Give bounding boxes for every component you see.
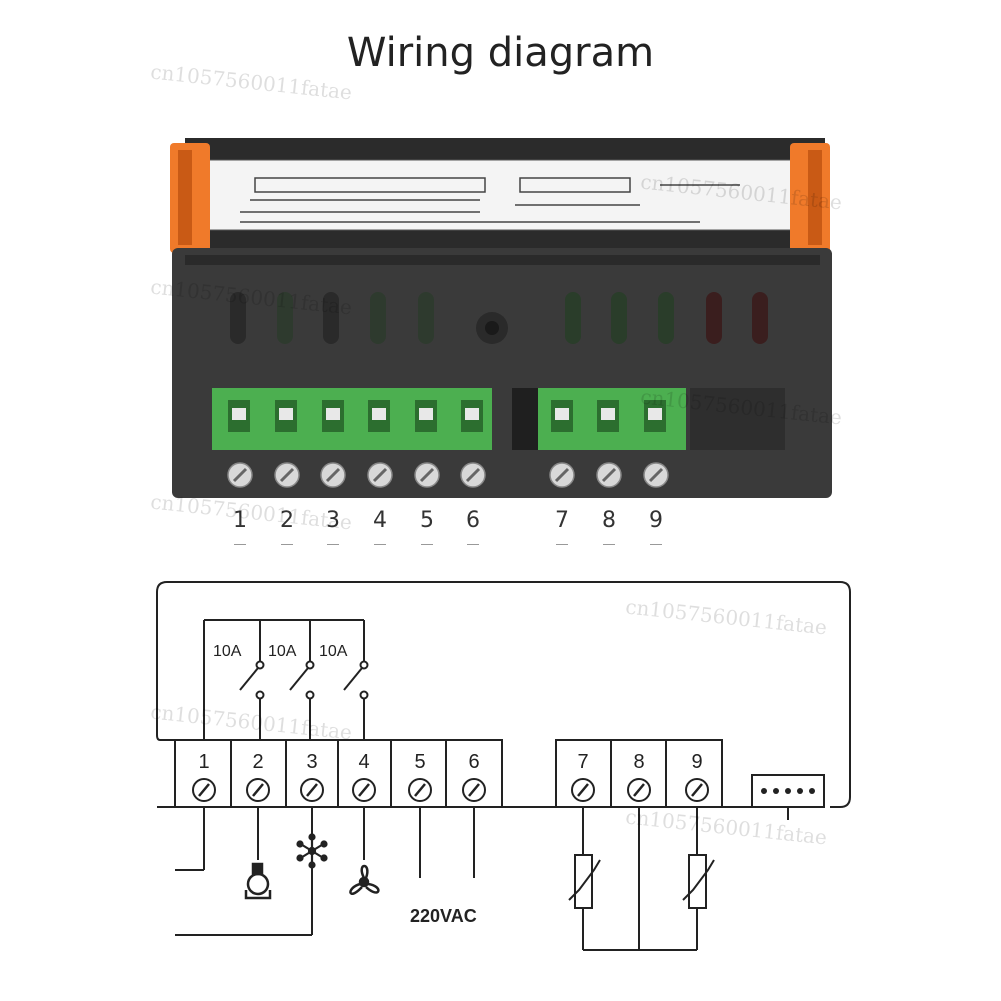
schematic-terminal-label-9: 9	[691, 751, 702, 773]
photo-terminal-4: 4	[373, 508, 387, 533]
schematic-terminal-label-1: 1	[198, 751, 209, 773]
schematic-terminal-label-5: 5	[414, 751, 425, 773]
schematic-terminal-label-8: 8	[633, 751, 644, 773]
photo-terminal-5: 5	[420, 508, 434, 533]
vent-slots	[230, 292, 768, 344]
relay-switch-2	[289, 667, 309, 691]
schematic-screws	[192, 778, 709, 802]
terminal-block-left	[212, 388, 492, 450]
relay-rating-3: 10A	[319, 643, 348, 660]
photo-terminal-9: 9	[649, 508, 663, 533]
supply-voltage-label: 220VAC	[410, 906, 477, 926]
sensor-2	[688, 854, 707, 909]
page-title: Wiring diagram	[346, 30, 655, 76]
schematic-terminal-label-3: 3	[306, 751, 317, 773]
photo-terminal-2: 2	[280, 508, 294, 533]
thermistor-mark-1	[568, 859, 601, 901]
sensor-1	[574, 854, 593, 909]
photo-terminal-3: 3	[326, 508, 340, 533]
thermistor-mark-2	[682, 859, 715, 901]
photo-terminal-6: 6	[466, 508, 480, 533]
heater-icon	[244, 862, 272, 900]
terminal-slot-inner	[232, 408, 662, 420]
snowflake-icon	[296, 833, 328, 869]
photo-terminal-8: 8	[602, 508, 616, 533]
terminal-screws	[227, 462, 669, 488]
schematic-terminal-label-4: 4	[358, 751, 369, 773]
housing-outline	[156, 581, 851, 808]
relay-switch-1	[239, 667, 259, 691]
schematic-terminal-label-7: 7	[577, 751, 588, 773]
relay-rating-2: 10A	[268, 643, 297, 660]
sensor-port-slot	[690, 388, 785, 450]
photo-terminal-1: 1	[233, 508, 247, 533]
fan-icon	[349, 864, 380, 895]
sticker-schematic	[240, 177, 740, 223]
schematic-terminal-label-6: 6	[468, 751, 479, 773]
photo-terminal-7: 7	[555, 508, 569, 533]
schematic-terminal-label-2: 2	[252, 751, 263, 773]
relay-switch-3	[343, 667, 363, 691]
relay-rating-1: 10A	[213, 643, 242, 660]
sensor-port-pins	[761, 788, 815, 794]
device-label-sticker	[204, 159, 806, 231]
